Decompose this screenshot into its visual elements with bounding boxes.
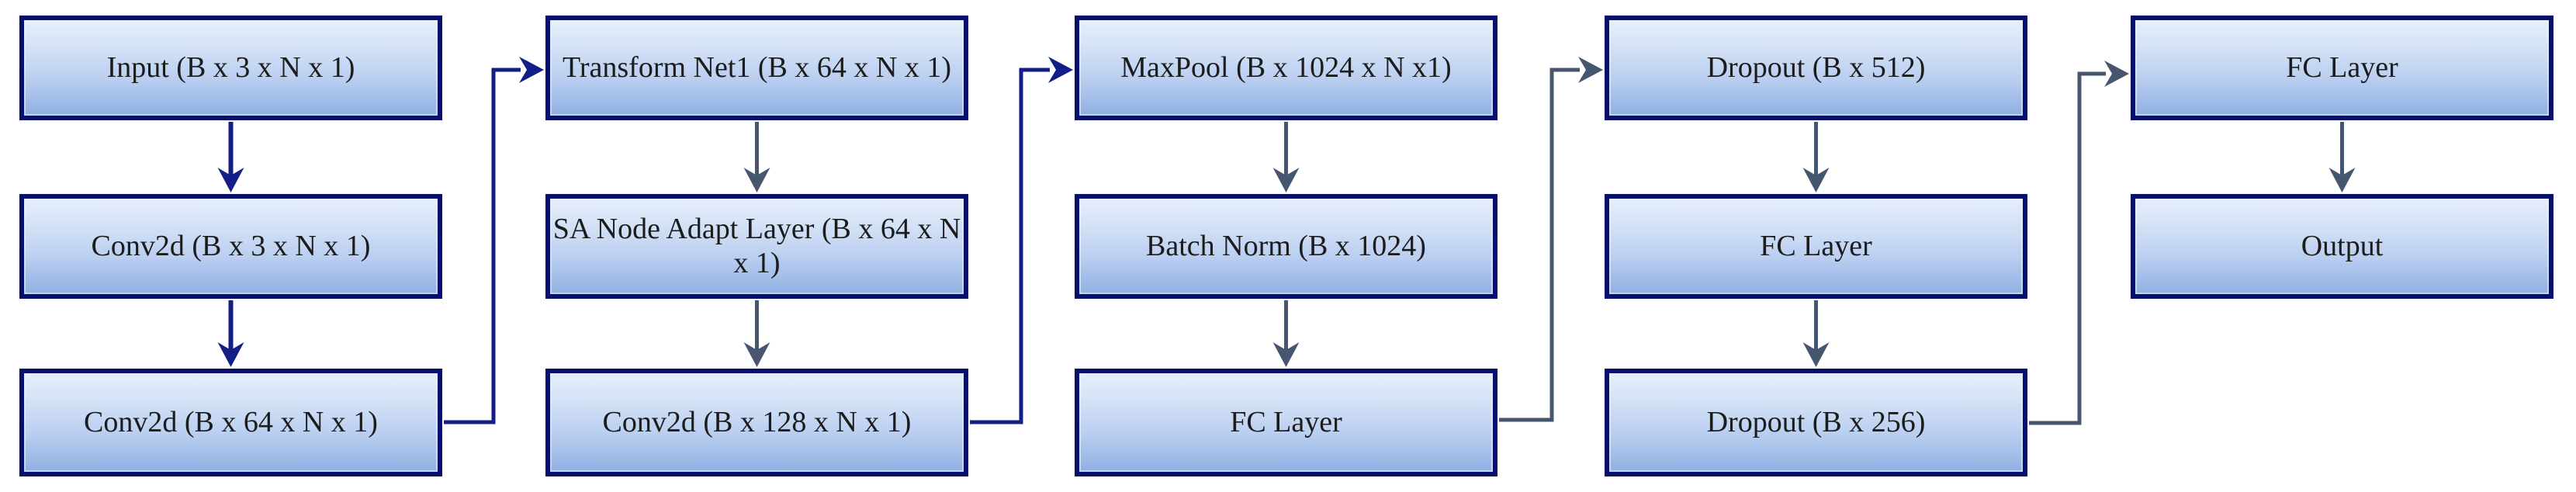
node-label: FC Layer	[1230, 405, 1342, 438]
arrow-fclayer-to-output	[2328, 122, 2356, 192]
node-label: MaxPool (B x 1024 x N x1)	[1120, 50, 1452, 84]
node-label: Conv2d (B x 128 x N x 1)	[602, 405, 912, 438]
node-fc-layer-1: FC Layer	[1075, 369, 1497, 476]
connector-fclayer-to-dropout512	[1499, 57, 1603, 422]
node-label: Conv2d (B x 64 x N x 1)	[84, 405, 378, 438]
arrow-transformnet1-to-sanode	[743, 122, 770, 192]
arrow-fclayer-to-dropout256	[1802, 300, 1830, 367]
node-label: FC Layer	[1760, 229, 1872, 262]
arrow-batchnorm-to-fclayer	[1272, 300, 1300, 367]
node-conv2d-3: Conv2d (B x 3 x N x 1)	[19, 194, 442, 299]
node-maxpool: MaxPool (B x 1024 x N x1)	[1075, 16, 1497, 120]
arrow-dropout512-to-fclayer	[1802, 122, 1830, 192]
node-label: Output	[2301, 229, 2384, 262]
node-label: FC Layer	[2286, 50, 2398, 84]
node-transform-net1: Transform Net1 (B x 64 x N x 1)	[545, 16, 968, 120]
node-batch-norm: Batch Norm (B x 1024)	[1075, 194, 1497, 299]
node-conv2d-64: Conv2d (B x 64 x N x 1)	[19, 369, 442, 476]
node-dropout-256: Dropout (B x 256)	[1605, 369, 2027, 476]
arrow-maxpool-to-batchnorm	[1272, 122, 1300, 192]
node-output: Output	[2131, 194, 2553, 299]
connector-conv2d128-to-maxpool	[970, 57, 1073, 424]
connector-conv2d64-to-transformnet1	[444, 57, 544, 424]
node-conv2d-128: Conv2d (B x 128 x N x 1)	[545, 369, 968, 476]
node-label: Input (B x 3 x N x 1)	[106, 50, 355, 84]
node-label: Batch Norm (B x 1024)	[1146, 229, 1426, 262]
node-sa-node-adapt-layer: SA Node Adapt Layer (B x 64 x N x 1)	[545, 194, 968, 299]
node-label: Dropout (B x 512)	[1706, 50, 1926, 84]
node-dropout-512: Dropout (B x 512)	[1605, 16, 2027, 120]
connector-dropout256-to-fclayer	[2029, 61, 2129, 425]
node-fc-layer-2: FC Layer	[1605, 194, 2027, 299]
arrow-sanode-to-conv2d128	[743, 300, 770, 367]
node-fc-layer-3: FC Layer	[2131, 16, 2553, 120]
node-input: Input (B x 3 x N x 1)	[19, 16, 442, 120]
node-label: SA Node Adapt Layer (B x 64 x N x 1)	[552, 212, 961, 279]
arrow-input-to-conv2d	[217, 122, 244, 192]
node-label: Conv2d (B x 3 x N x 1)	[91, 229, 371, 262]
node-label: Transform Net1 (B x 64 x N x 1)	[562, 50, 951, 84]
node-label: Dropout (B x 256)	[1706, 405, 1926, 438]
arrow-conv2d-to-conv2d64	[217, 300, 244, 367]
